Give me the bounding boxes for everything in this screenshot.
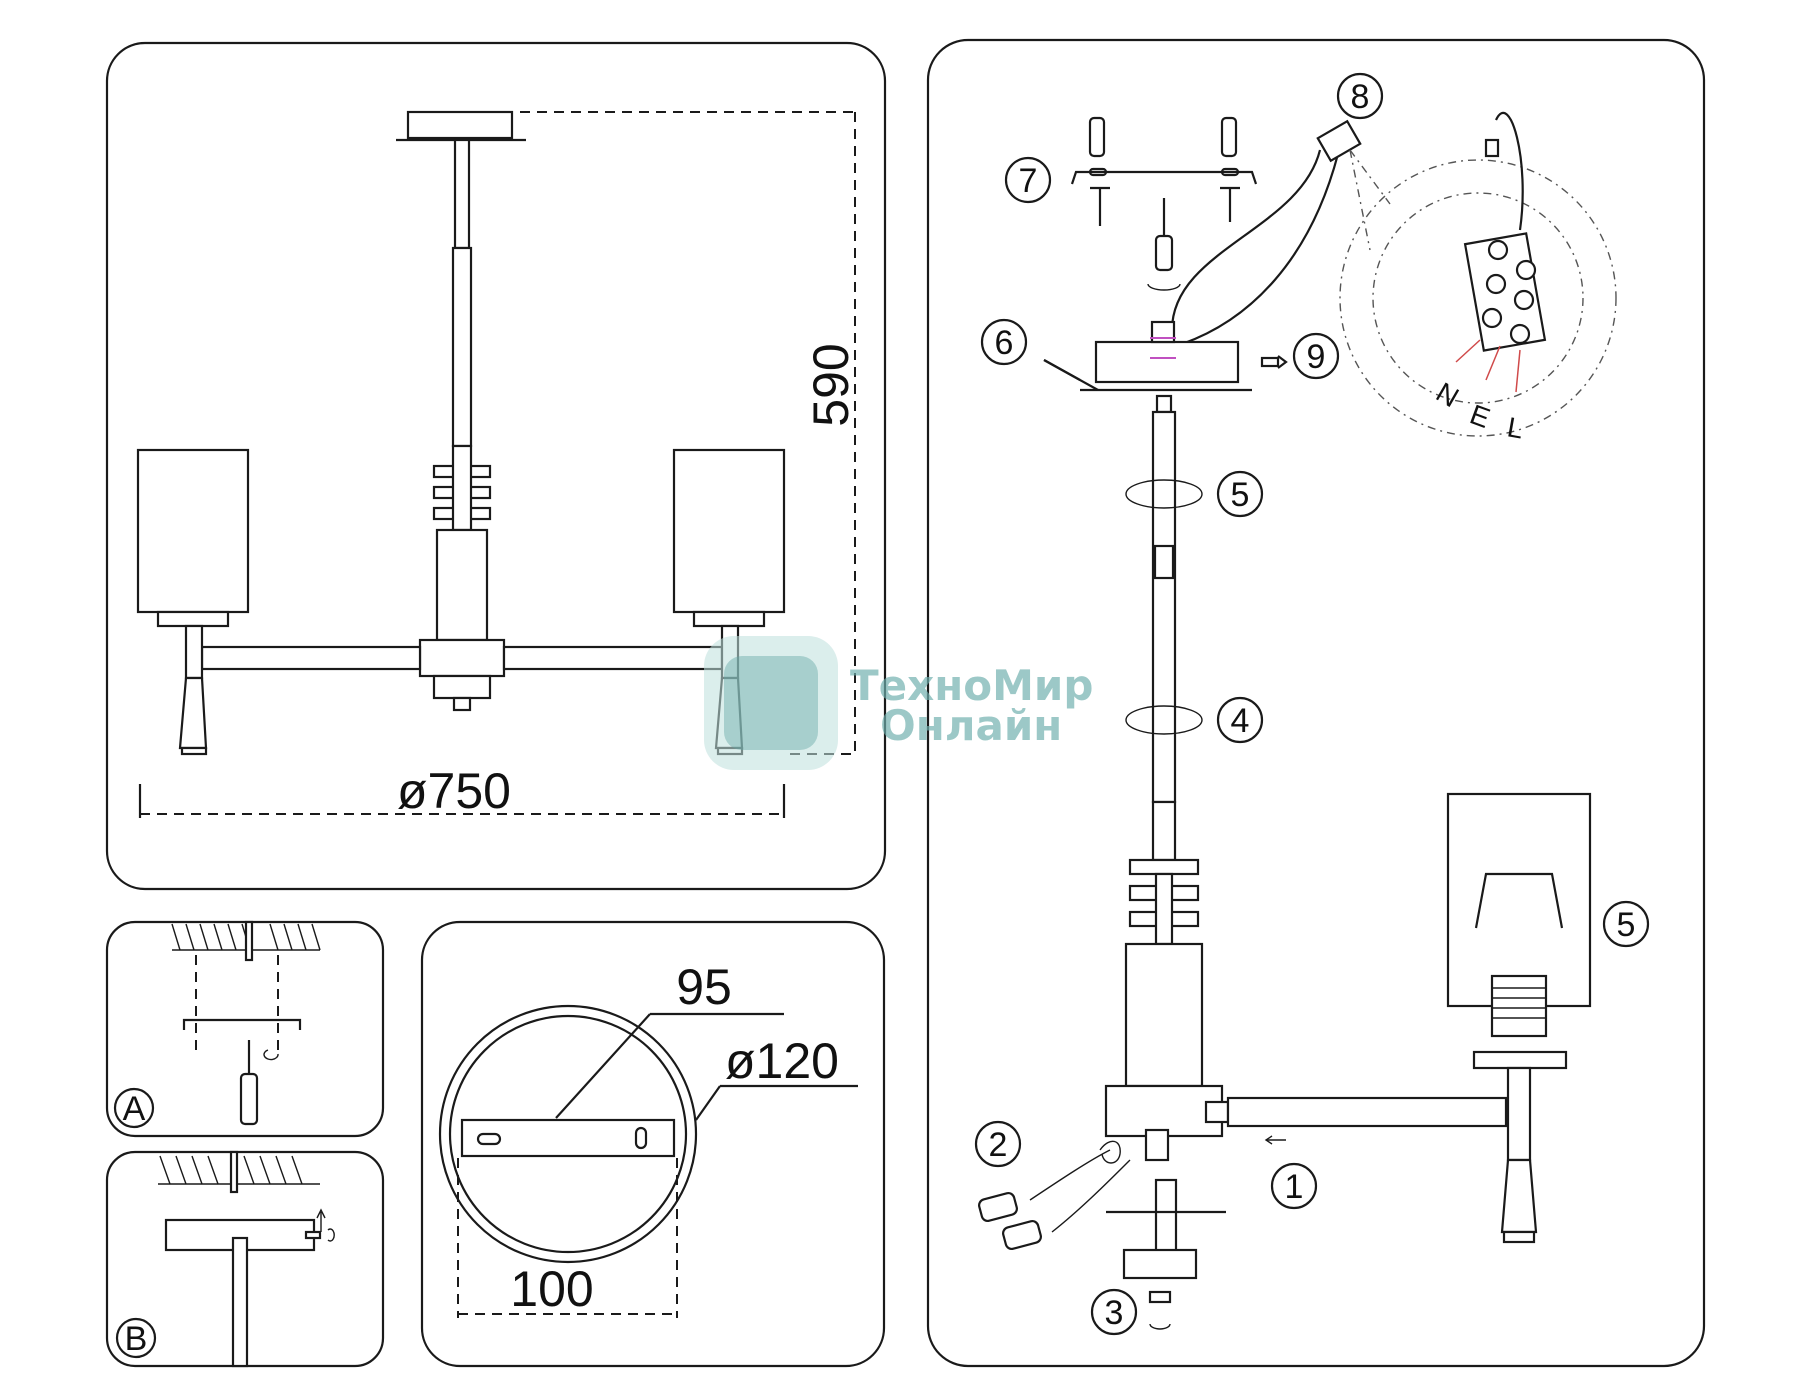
step-7-badge [1004, 156, 1052, 204]
panel-step-a: A [105, 920, 385, 1138]
step-2-label: 2 [989, 1126, 1008, 1164]
mounting-bracket [1070, 116, 1258, 291]
dimension-plate: 95 [676, 959, 732, 1015]
panel-dimensions: ø750 590 [105, 41, 887, 891]
panel-step-b: B [105, 1150, 385, 1368]
hub-block [1104, 1084, 1224, 1138]
step-4-label: 4 [1231, 702, 1250, 740]
terminal-detail: N E L [1339, 111, 1617, 445]
step-a-label: A [123, 1090, 146, 1128]
step-1-badge [1270, 1162, 1318, 1210]
wire-e-label: E [1466, 399, 1494, 435]
ceiling-hatch-b [158, 1155, 320, 1185]
step-5-shade-badge [1602, 900, 1650, 948]
step-a-badge [113, 1087, 155, 1129]
step-9-badge [1292, 332, 1340, 380]
step-4-badge [1216, 696, 1264, 744]
step-1-label: 1 [1285, 1168, 1304, 1206]
step-3-label: 3 [1105, 1294, 1124, 1332]
step-5-shade-label: 5 [1617, 906, 1636, 944]
step-9-label: 9 [1307, 338, 1326, 376]
mounting-plate [460, 1118, 676, 1158]
step-8-badge [1336, 72, 1384, 120]
dimension-height: 590 [803, 343, 859, 426]
wire-n-label: N [1431, 376, 1464, 413]
dimension-canopy-width: 100 [510, 1261, 593, 1317]
watermark-line2: Онлайн [880, 701, 1062, 750]
dimension-canopy-diameter: ø120 [725, 1033, 839, 1089]
step-b-badge [115, 1317, 157, 1359]
step-5-rod-badge [1216, 470, 1264, 518]
watermark-line1: ТехноМир [850, 661, 1093, 710]
step-5-rod-label: 5 [1231, 476, 1250, 514]
panel-canopy: 95 ø120 100 [420, 920, 886, 1368]
step-2-badge [974, 1120, 1022, 1168]
wire-l-label: L [1505, 411, 1526, 444]
step-6-label: 6 [995, 324, 1014, 362]
step-3-badge [1090, 1288, 1138, 1336]
step-6-badge [980, 318, 1028, 366]
step-b-label: B [125, 1320, 148, 1358]
dimension-diameter: ø750 [397, 763, 511, 819]
canopy-inner [448, 1014, 688, 1254]
canopy-body [1094, 340, 1240, 384]
glass-shade [1446, 792, 1592, 1008]
watermark-logo: ТехноМир Онлайн [704, 636, 1093, 770]
chandelier-front-view [136, 110, 786, 756]
step-8-label: 8 [1351, 78, 1370, 116]
step-7-label: 7 [1019, 162, 1038, 200]
canopy-outer [438, 1004, 698, 1264]
